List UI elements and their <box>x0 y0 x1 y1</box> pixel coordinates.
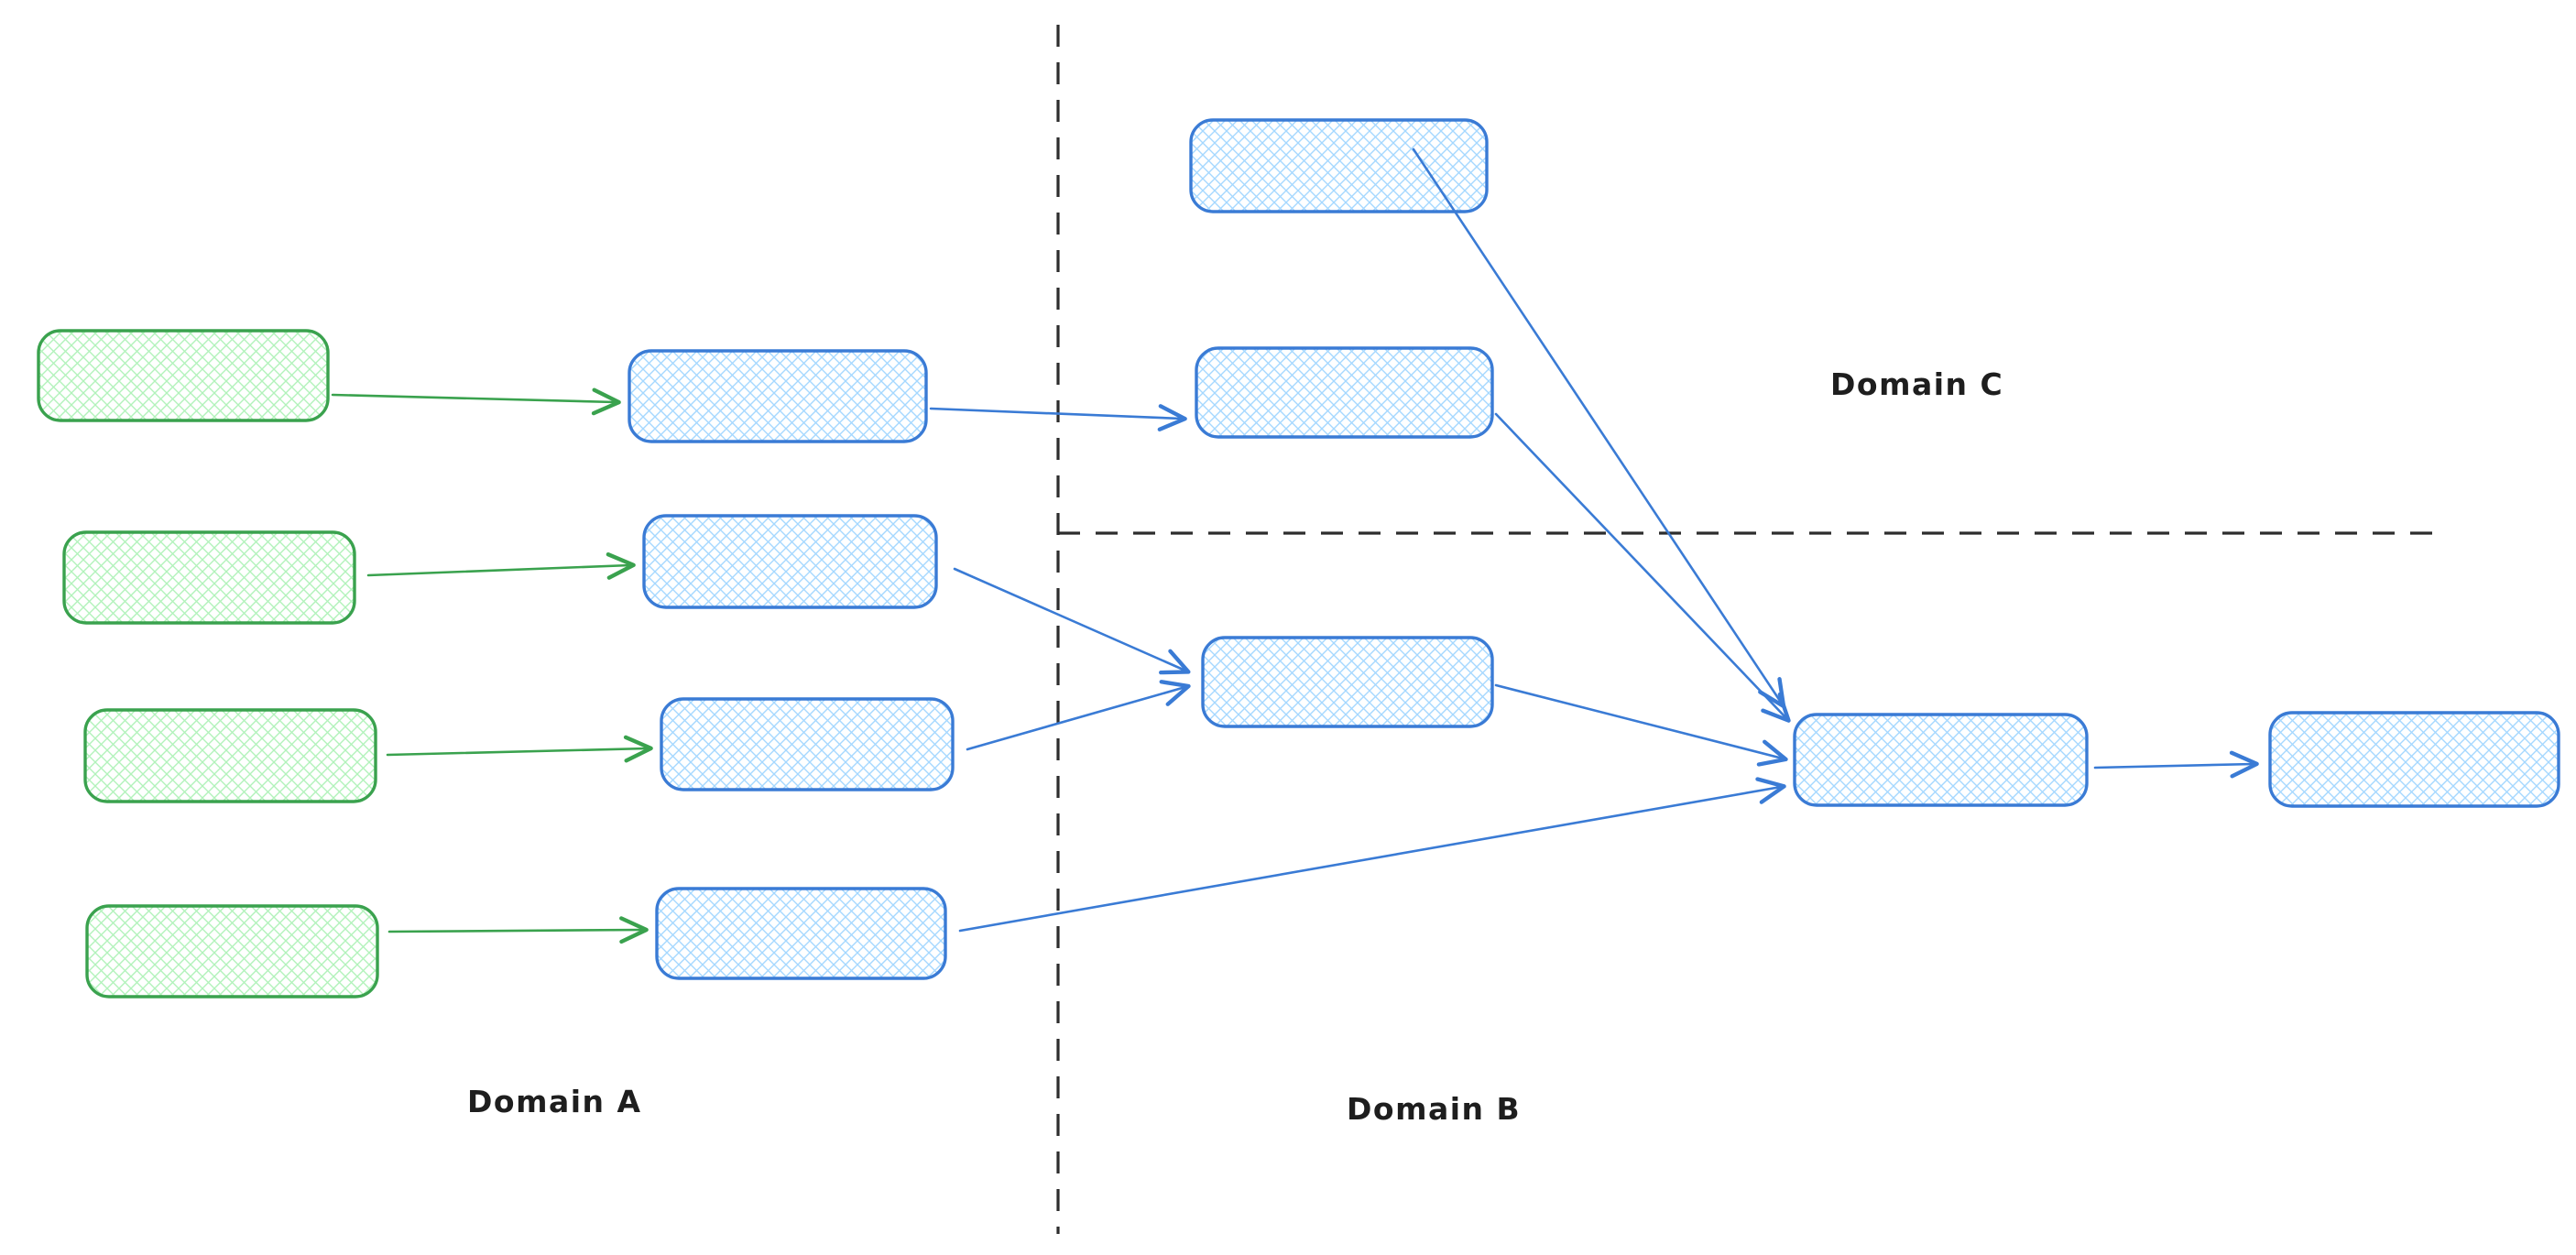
domain-c-label: Domain C <box>1830 366 2003 402</box>
domain-b-label: Domain B <box>1347 1091 1521 1127</box>
domain-b-hub-node[interactable] <box>1793 713 2089 807</box>
domain-c-node-1[interactable] <box>1189 118 1489 213</box>
arrow-mid2-to-bnode1 <box>953 567 1191 675</box>
arrow-source2-to-mid2 <box>366 551 636 580</box>
arrow-mid4-to-hub <box>958 777 1786 933</box>
arrow-mid1-to-cnode2 <box>929 404 1187 431</box>
domain-c-node-2[interactable] <box>1195 346 1494 439</box>
domain-a-mid-node-1[interactable] <box>628 349 928 443</box>
domain-a-mid-node-2[interactable] <box>642 514 938 609</box>
domain-a-source-node-3[interactable] <box>83 708 377 803</box>
domain-a-source-node-4[interactable] <box>85 904 379 999</box>
domain-a-source-node-1[interactable] <box>37 329 330 422</box>
domain-a-mid-node-3[interactable] <box>660 697 955 791</box>
domain-b-output-node[interactable] <box>2268 711 2560 808</box>
arrow-hub-to-output <box>2093 750 2259 779</box>
domain-b-node-1[interactable] <box>1201 636 1494 728</box>
arrow-cnode1-to-hub <box>1412 147 1786 709</box>
arrow-source3-to-mid3 <box>386 735 653 763</box>
domain-a-label: Domain A <box>467 1084 642 1119</box>
arrow-bnode1-to-hub <box>1494 683 1788 767</box>
arrow-mid3-to-bnode1 <box>966 680 1191 751</box>
arrow-source4-to-mid4 <box>387 916 649 944</box>
domain-a-mid-node-4[interactable] <box>655 887 947 980</box>
arrow-source1-to-mid1 <box>331 387 621 416</box>
arrow-cnode2-to-hub <box>1494 412 1791 723</box>
domain-a-source-node-2[interactable] <box>62 530 356 625</box>
